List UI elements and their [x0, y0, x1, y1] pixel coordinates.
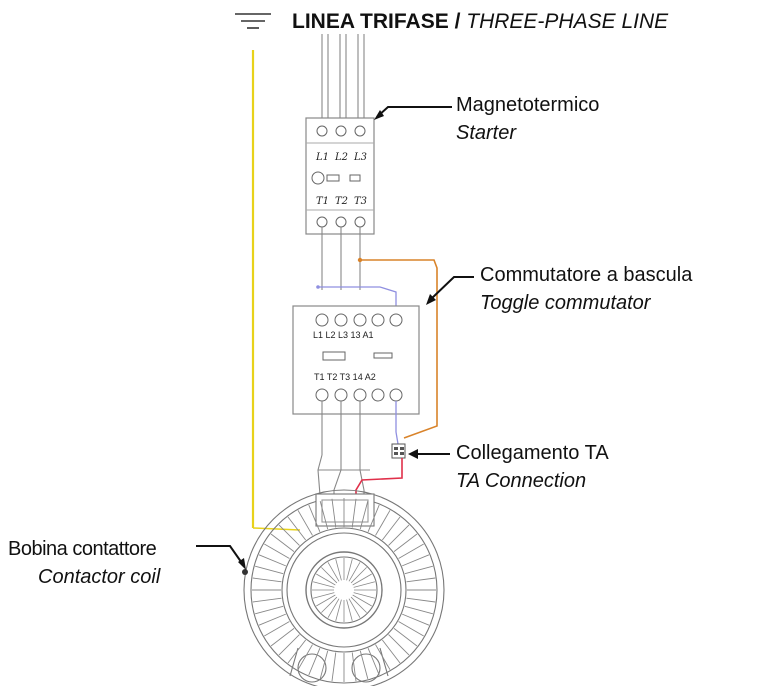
rotor-line: [335, 558, 342, 581]
starter-terminal-top-2: L2: [334, 152, 348, 163]
rotor-line: [350, 567, 367, 584]
ta-label-it: Collegamento TA: [456, 442, 609, 464]
motor-fin: [402, 554, 430, 567]
motor-fin: [258, 554, 286, 567]
motor-fin: [331, 652, 337, 682]
rotor-line: [353, 592, 376, 599]
starter-terminal-bottom-2: T2: [335, 196, 348, 207]
motor-rotor: [312, 558, 376, 622]
motor-fin: [381, 516, 401, 541]
motor-fin: [367, 504, 380, 532]
motor-fin: [287, 639, 307, 664]
starter-terminal-top-3: L3: [353, 152, 367, 163]
starter-terminal-bottom-3: T3: [354, 196, 367, 207]
motor-fin: [264, 543, 290, 559]
toggle-terminals-bottom: T1 T2 T3 14 A2: [314, 372, 376, 382]
motor-fin: [255, 605, 284, 615]
rotor-line: [321, 567, 338, 584]
motor-fin: [331, 498, 337, 528]
motor-fins: [252, 498, 436, 682]
motor-fin: [270, 533, 295, 553]
motor-fin: [287, 516, 307, 541]
toggle-label-it: Commutatore a bascula: [480, 264, 693, 286]
motor-fin: [264, 621, 290, 637]
ground-symbol-icon: [235, 13, 271, 29]
motor-fin: [388, 634, 410, 656]
motor-fin: [375, 644, 391, 670]
orange-wire: [360, 259, 438, 439]
motor-fin: [252, 577, 282, 583]
diagram-title: LINEA TRIFASE / THREE-PHASE LINE: [292, 8, 668, 36]
motor-fin: [270, 627, 295, 647]
motor-fin: [278, 524, 300, 546]
motor-fin: [359, 650, 369, 679]
motor-fin: [258, 613, 286, 626]
motor-fin: [393, 533, 418, 553]
toggle-terminals-top: L1 L2 L3 13 A1: [313, 330, 374, 340]
starter-label-en: Starter: [456, 122, 517, 144]
rotor-line: [352, 594, 372, 607]
motor-fin: [406, 597, 436, 603]
rotor-line: [316, 594, 336, 607]
starter-terminal-bottom-1: T1: [316, 196, 329, 207]
three-phase-lines: [321, 34, 365, 118]
rotor-line: [316, 573, 336, 586]
motor-fin: [351, 498, 357, 528]
starter-breaker: L1 L2 L3 T1 T2 T3: [305, 117, 375, 235]
rotor-line: [312, 581, 335, 588]
rotor-line: [348, 598, 361, 618]
rotor-line: [327, 562, 340, 582]
toggle-label-en: Toggle commutator: [480, 292, 651, 314]
coil-label-it: Bobina contattore: [8, 538, 157, 560]
toggle-commutator: L1 L2 L3 13 A1 T1 T2 T3 14 A2: [292, 305, 420, 415]
coil-connection-point: [242, 569, 248, 575]
motor-fin: [388, 524, 410, 546]
motor-fin: [398, 543, 424, 559]
rotor-line: [321, 596, 338, 613]
motor-fin: [308, 504, 321, 532]
leader-lines: [196, 106, 474, 567]
rotor-line: [327, 598, 340, 618]
motor-fin: [381, 639, 401, 664]
rotor-line: [353, 581, 376, 588]
motor-fin: [255, 565, 284, 575]
motor-fin: [406, 577, 436, 583]
motor-fin: [367, 648, 380, 676]
starter-terminal-top-1: L1: [315, 152, 329, 163]
motor-fin: [398, 621, 424, 637]
motor-fin: [351, 652, 357, 682]
motor-fin: [297, 510, 313, 536]
rotor-line: [312, 592, 335, 599]
title-sub: THREE-PHASE LINE: [466, 10, 669, 33]
motor-fin: [404, 605, 433, 615]
rotor-line: [352, 573, 372, 586]
ta-connector: [391, 443, 406, 459]
rotor-line: [350, 596, 367, 613]
ta-label-en: TA Connection: [456, 470, 587, 492]
starter-label-it: Magnetotermico: [456, 94, 600, 116]
rotor-line: [335, 599, 342, 622]
motor-fin: [297, 644, 313, 670]
blue-control-wire-top: [318, 286, 397, 314]
motor-fin: [393, 627, 418, 647]
motor-fin: [319, 650, 329, 679]
motor-fin: [319, 501, 329, 530]
motor-fin: [402, 613, 430, 626]
motor-fin: [252, 597, 282, 603]
title-main: LINEA TRIFASE /: [292, 10, 461, 33]
rotor-line: [346, 558, 353, 581]
motor-fin: [404, 565, 433, 575]
rotor-line: [346, 599, 353, 622]
coil-label-en: Contactor coil: [38, 566, 161, 588]
motor-fin: [375, 510, 391, 536]
motor-fin: [278, 634, 300, 656]
rotor-line: [348, 562, 361, 582]
motor-fin: [308, 648, 321, 676]
motor-fin: [359, 501, 369, 530]
